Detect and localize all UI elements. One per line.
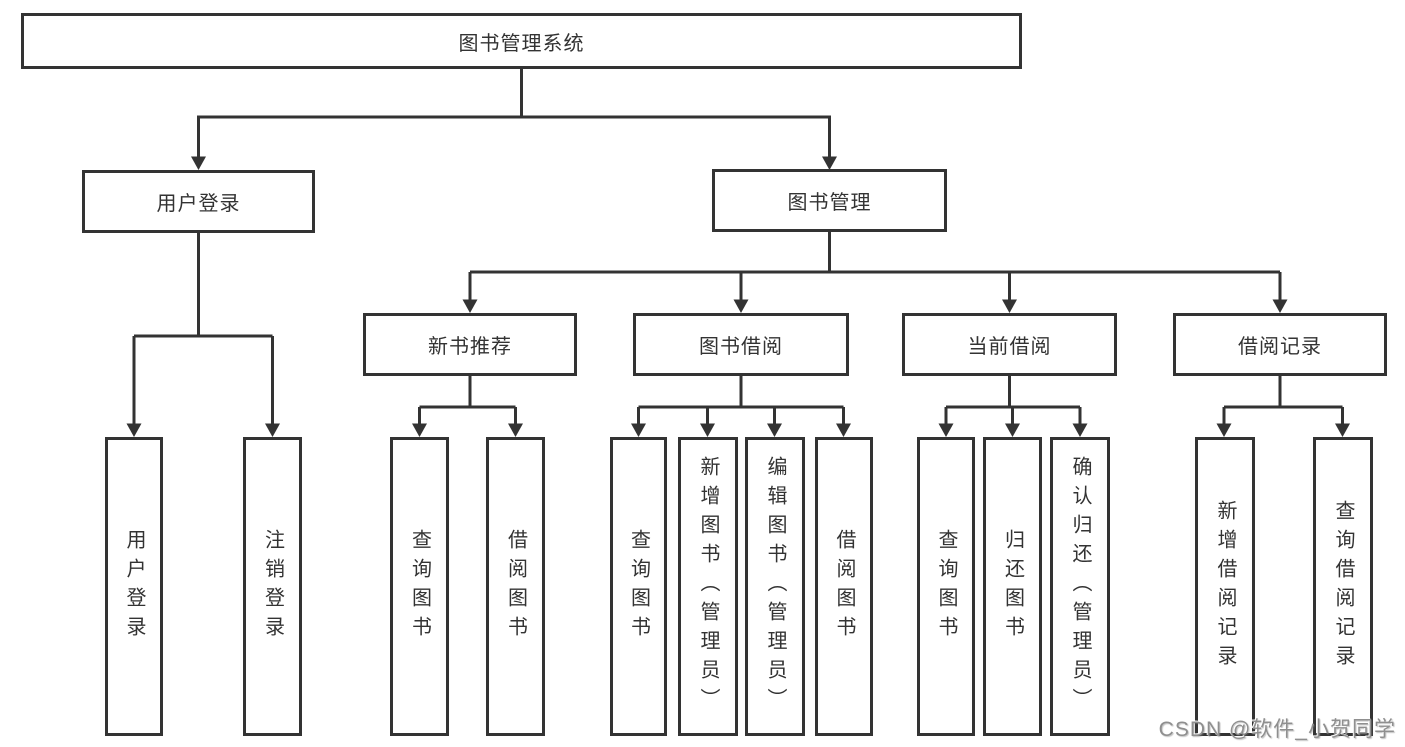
leaf-add-borrow-record-label: 新增借阅记录 — [1214, 499, 1236, 674]
leaf-edit-book-admin: 编辑图书（管理员） — [745, 437, 805, 736]
leaf-query-borrow-record: 查询借阅记录 — [1313, 437, 1373, 736]
leaf-add-book-admin-label: 新增图书（管理员） — [697, 456, 719, 717]
leaf-confirm-return-admin-label: 确认归还（管理员） — [1069, 456, 1091, 717]
leaf-query-borrow-record-label: 查询借阅记录 — [1332, 499, 1354, 674]
leaf-borrow-books-recommend-label: 借阅图书 — [504, 528, 527, 645]
node-book-management: 图书管理 — [712, 169, 947, 232]
leaf-query-books-current-label: 查询图书 — [935, 528, 957, 645]
node-book-management-label: 图书管理 — [787, 192, 872, 214]
leaf-borrow-books-borrow-label: 借阅图书 — [833, 528, 855, 645]
leaf-add-book-admin: 新增图书（管理员） — [678, 437, 738, 736]
leaf-query-books-borrow-label: 查询图书 — [627, 528, 650, 645]
leaf-user-login: 用户登录 — [105, 437, 163, 736]
leaf-edit-book-admin-label: 编辑图书（管理员） — [764, 456, 786, 717]
leaf-logout-label: 注销登录 — [261, 528, 284, 645]
leaf-confirm-return-admin: 确认归还（管理员） — [1050, 437, 1110, 736]
node-current-borrow: 当前借阅 — [902, 313, 1117, 376]
node-book-borrow-label: 图书借阅 — [699, 336, 783, 358]
node-root-system: 图书管理系统 — [21, 13, 1022, 69]
node-user-login: 用户登录 — [82, 170, 315, 233]
leaf-return-books-label: 归还图书 — [1001, 528, 1024, 645]
leaf-logout: 注销登录 — [243, 437, 302, 736]
node-borrow-records-label: 借阅记录 — [1238, 336, 1322, 358]
csdn-watermark: CSDN @软件_小贺同学 — [1158, 718, 1396, 741]
node-book-borrow: 图书借阅 — [633, 313, 849, 376]
node-new-book-recommend-label: 新书推荐 — [428, 336, 512, 358]
leaf-borrow-books-borrow: 借阅图书 — [815, 437, 873, 736]
leaf-user-login-label: 用户登录 — [123, 528, 145, 645]
leaf-query-books-recommend: 查询图书 — [390, 437, 449, 736]
leaf-return-books: 归还图书 — [983, 437, 1042, 736]
node-root-system-label: 图书管理系统 — [458, 32, 585, 55]
leaf-query-books-borrow: 查询图书 — [610, 437, 667, 736]
node-new-book-recommend: 新书推荐 — [363, 313, 577, 376]
leaf-query-books-current: 查询图书 — [917, 437, 975, 736]
node-user-login-label: 用户登录 — [156, 193, 241, 215]
leaf-query-books-recommend-label: 查询图书 — [408, 528, 431, 645]
node-current-borrow-label: 当前借阅 — [967, 336, 1052, 358]
leaf-add-borrow-record: 新增借阅记录 — [1195, 437, 1255, 736]
leaf-borrow-books-recommend: 借阅图书 — [486, 437, 545, 736]
node-borrow-records: 借阅记录 — [1173, 313, 1387, 376]
